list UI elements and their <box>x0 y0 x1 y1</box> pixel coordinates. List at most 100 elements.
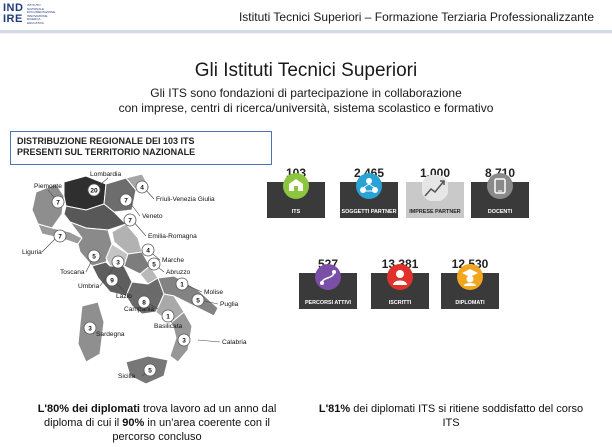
svg-text:8: 8 <box>142 300 146 307</box>
distribution-caption-line-2: PRESENTI SUL TERRITORIO NAZIONALE <box>17 147 196 157</box>
svg-text:7: 7 <box>56 200 60 207</box>
stat-diplomati-label: DIPLOMATI <box>455 299 485 306</box>
header-title: Istituti Tecnici Superiori – Formazione … <box>238 10 594 24</box>
count-badge-emilia: 7 <box>123 213 137 227</box>
subtitle-line-2: con imprese, centri di ricerca/universit… <box>118 101 494 115</box>
count-badge-liguria: 7 <box>53 229 67 243</box>
growth-chart-icon <box>422 175 448 201</box>
svg-text:7: 7 <box>58 234 62 241</box>
employment-statement-text-1: trova lavoro ad un anno dal diploma di c… <box>44 403 277 429</box>
header-divider <box>0 30 612 33</box>
region-shape-piemonte <box>31 183 65 229</box>
stat-docenti-tile: DOCENTI <box>471 173 529 218</box>
stat-soggetti-partner-label: SOGGETTI PARTNER <box>341 208 397 215</box>
subtitle-line-1: Gli ITS sono fondazioni di partecipazion… <box>150 86 462 100</box>
route-icon <box>315 264 341 290</box>
region-label-piemonte: Piemonte <box>34 183 62 190</box>
count-badge-campania: 8 <box>137 295 151 309</box>
count-badge-friuli: 4 <box>135 180 149 194</box>
svg-text:1: 1 <box>180 282 184 289</box>
region-label-basilicata: Basilicata <box>154 323 183 330</box>
svg-text:7: 7 <box>128 218 132 225</box>
count-badge-toscana: 5 <box>87 249 101 263</box>
italy-regions-map: Lombardia Piemonte Friuli-Venezia Giulia… <box>22 171 247 385</box>
region-shape-emilia <box>63 203 127 231</box>
region-label-calabria: Calabria <box>222 339 247 346</box>
region-labels: Lombardia Piemonte Friuli-Venezia Giulia… <box>22 171 247 380</box>
stat-diplomati-tile: DIPLOMATI <box>441 264 499 309</box>
region-label-sicilia: Sicilia <box>118 373 136 380</box>
count-badge-marche: 4 <box>141 243 155 257</box>
svg-text:20: 20 <box>90 188 98 195</box>
count-badge-veneto: 7 <box>119 193 133 207</box>
page-subtitle: Gli ITS sono fondazioni di partecipazion… <box>0 86 612 116</box>
region-label-abruzzo: Abruzzo <box>166 269 191 276</box>
region-label-liguria: Liguria <box>22 249 42 256</box>
employment-statement-text-2: in un'area coerente con il percorso conc… <box>112 417 270 443</box>
stat-imprese-partner-label: IMPRESE PARTNER <box>409 208 461 215</box>
satisfaction-statement-bold: L'81% <box>318 403 351 415</box>
school-icon <box>283 173 309 199</box>
count-badge-basilicata: 1 <box>161 309 175 323</box>
distribution-caption-line-1: DISTRIBUZIONE REGIONALE DEI 103 ITS <box>17 136 195 146</box>
count-badge-piemonte: 7 <box>51 195 65 209</box>
svg-text:9: 9 <box>110 278 114 285</box>
count-badge-umbria: 3 <box>111 255 125 269</box>
region-count-badges: 20 7 4 7 7 7 4 5 5 3 1 9 5 8 1 3 3 5 <box>51 180 205 377</box>
employment-statement-bold-2: 90% <box>122 417 145 429</box>
stat-percorsi-attivi-tile: PERCORSI ATTIVI <box>299 264 357 309</box>
stat-percorsi-attivi-label: PERCORSI ATTIVI <box>304 299 352 306</box>
italy-map-shapes <box>31 173 219 385</box>
svg-text:7: 7 <box>124 198 128 205</box>
distribution-caption-box: DISTRIBUZIONE REGIONALE DEI 103 ITS PRES… <box>10 131 272 165</box>
region-label-molise: Molise <box>204 289 223 296</box>
stat-its: 103 ITS <box>266 166 326 218</box>
count-badge-lombardia: 20 <box>87 183 101 197</box>
count-badge-puglia: 5 <box>191 293 205 307</box>
region-label-puglia: Puglia <box>220 301 239 308</box>
stat-soggetti-partner-tile: SOGGETTI PARTNER <box>340 173 398 218</box>
logo-fine-text: ISTITUTO NAZIONALE DOCUMENTAZIONE INNOVA… <box>27 3 56 25</box>
header-divider-light <box>0 33 612 34</box>
stat-imprese-partner-tile: IMPRESE PARTNER <box>406 175 464 218</box>
satisfaction-statement-text: dei diplomati ITS si ritiene soddisfatto… <box>350 403 584 429</box>
stat-iscritti-label: ISCRITTI <box>388 299 412 306</box>
stat-imprese-partner: 1.000 IMPRESE PARTNER <box>405 166 465 218</box>
employment-statement-bold-1: L'80% dei diplomati <box>37 403 140 415</box>
svg-text:3: 3 <box>88 326 92 333</box>
count-badge-lazio: 9 <box>105 273 119 287</box>
svg-text:3: 3 <box>116 260 120 267</box>
count-badge-molise: 1 <box>175 277 189 291</box>
region-label-umbria: Umbria <box>78 283 100 290</box>
svg-text:5: 5 <box>92 254 96 261</box>
svg-text:4: 4 <box>140 185 144 192</box>
stat-its-tile: ITS <box>267 173 325 218</box>
employment-statement: L'80% dei diplomati trova lavoro ad un a… <box>26 402 288 444</box>
region-shape-lombardia <box>63 175 107 211</box>
svg-text:3: 3 <box>182 338 186 345</box>
stat-diplomati: 12.530 DIPLOMATI <box>440 257 500 309</box>
region-label-campania: Campania <box>124 306 154 313</box>
count-badge-calabria: 3 <box>177 333 191 347</box>
stat-docenti-label: DOCENTI <box>487 208 513 215</box>
svg-text:4: 4 <box>146 248 150 255</box>
stat-docenti: 8.710 DOCENTI <box>470 166 530 218</box>
svg-text:5: 5 <box>196 298 200 305</box>
region-label-emilia: Emilia-Romagna <box>148 233 197 240</box>
count-badge-sicilia: 5 <box>143 363 157 377</box>
svg-text:1: 1 <box>166 314 170 321</box>
network-icon <box>356 173 382 199</box>
satisfaction-statement: L'81% dei diplomati ITS si ritiene soddi… <box>316 402 586 430</box>
region-label-sardegna: Sardegna <box>96 331 125 338</box>
stat-diplomati-value: 12.530 <box>451 257 489 271</box>
stat-iscritti-tile: ISCRITTI <box>371 264 429 309</box>
region-label-marche: Marche <box>162 257 184 264</box>
stat-its-label: ITS <box>291 208 301 215</box>
region-label-veneto: Veneto <box>142 213 163 220</box>
region-label-toscana: Toscana <box>60 269 85 276</box>
graduate-icon <box>457 264 483 290</box>
region-label-friuli: Friuli-Venezia Giulia <box>156 196 215 203</box>
tablet-icon <box>487 173 513 199</box>
